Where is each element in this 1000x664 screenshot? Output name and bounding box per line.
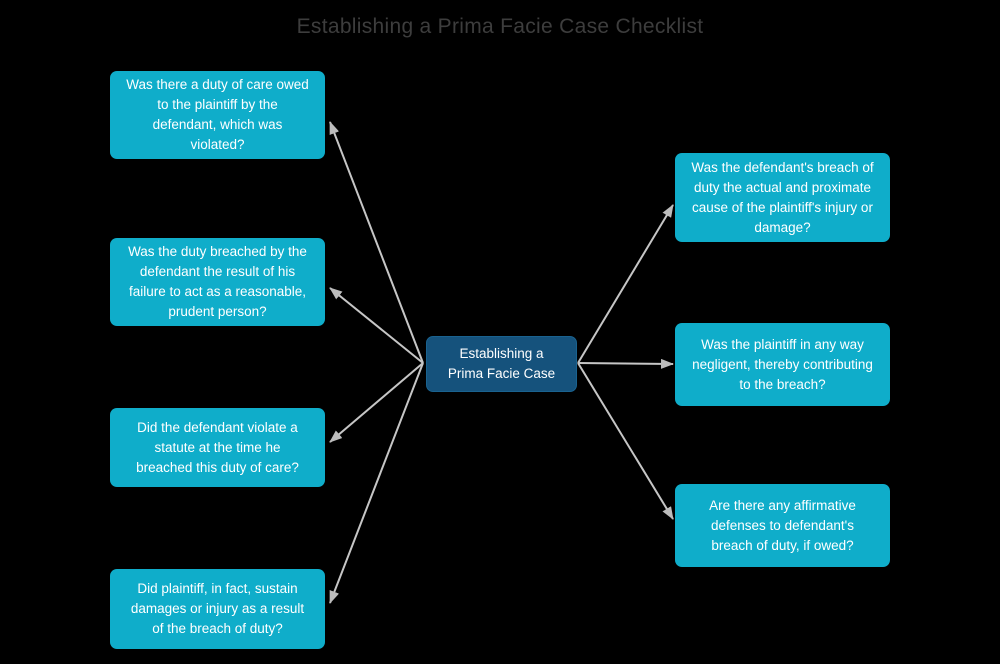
node-affirmative-defenses: Are there any affirmative defenses to de… (675, 484, 890, 567)
node-label: Did plaintiff, in fact, sustain damages … (130, 581, 305, 636)
connector-center-to-left-3 (329, 362, 424, 443)
node-label: Did the defendant violate a statute at t… (136, 419, 299, 475)
node-label: Was there a duty of care owed to the pla… (126, 77, 309, 152)
node-duty-breached: Was the duty breached by the defendant t… (110, 238, 325, 326)
node-label: Was the duty breached by the defendant t… (128, 244, 307, 319)
connector-center-to-right-3 (577, 362, 674, 520)
node-center-prima-facie-case: Establishing a Prima Facie Case (426, 336, 577, 392)
connector-center-to-left-4 (329, 362, 424, 604)
node-proximate-cause: Was the defendant's breach of duty the a… (675, 153, 890, 242)
node-label: Establishing a Prima Facie Case (447, 346, 556, 381)
node-damages-sustained: Did plaintiff, in fact, sustain damages … (110, 569, 325, 649)
connector-center-to-left-1 (329, 121, 424, 364)
diagram-title: Establishing a Prima Facie Case Checklis… (296, 15, 704, 38)
node-statute-violation: Did the defendant violate a statute at t… (110, 408, 325, 487)
connector-center-to-right-1 (577, 204, 674, 364)
node-label: Are there any affirmative defenses to de… (709, 497, 856, 553)
node-duty-of-care: Was there a duty of care owed to the pla… (110, 71, 325, 159)
node-label: Was the plaintiff in any way negligent, … (692, 336, 873, 392)
connector-center-to-right-2 (577, 358, 674, 369)
connector-center-to-left-2 (329, 287, 424, 364)
node-contributory-negligence: Was the plaintiff in any way negligent, … (675, 323, 890, 406)
node-label: Was the defendant's breach of duty the a… (691, 159, 874, 235)
